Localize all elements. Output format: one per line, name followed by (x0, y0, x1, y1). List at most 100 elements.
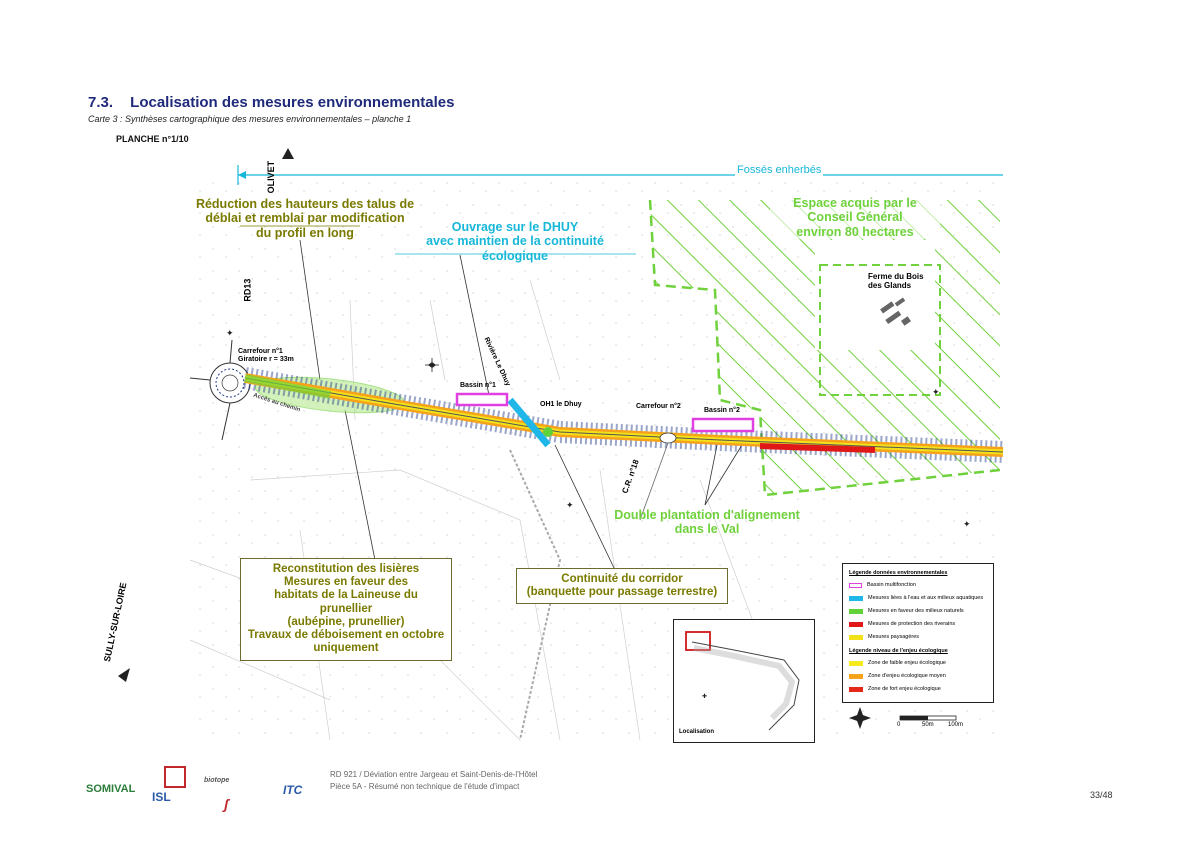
carrefour1-line1: Carrefour n°1 (238, 348, 283, 355)
scale-label-0: 0 (897, 722, 901, 728)
reduction-line2: déblai et remblai par modification (205, 211, 405, 226)
dhuy-green-marker (543, 427, 553, 437)
compass-rose-icon (849, 707, 871, 729)
bassin1-label: Bassin n°1 (460, 382, 496, 389)
footer-text: RD 921 / Déviation entre Jargeau et Sain… (330, 769, 537, 792)
legend-label: Zone d'enjeu écologique moyen (868, 673, 946, 679)
legend-item: Mesures en faveur des milieux naturels (849, 608, 964, 614)
espace-line2: Conseil Général (807, 210, 903, 225)
espace-line1: Espace acquis par le (793, 196, 917, 210)
bassin-1 (455, 392, 509, 407)
olivet-direction-icon (282, 148, 294, 159)
legend-swatch (849, 686, 863, 692)
legend-swatch (849, 660, 863, 666)
legend-swatch (849, 595, 863, 601)
somival-logo: SOMIVAL (86, 783, 136, 795)
page-number: 33/48 (1090, 790, 1113, 800)
road-corridor (243, 367, 1004, 463)
ferme-line2: des Glands (868, 281, 912, 291)
olivet-label: OLIVET (266, 160, 277, 194)
itc-logo: ITC (283, 783, 303, 797)
map-markers: ✦ ✦ ✦ ✦ (226, 328, 971, 529)
rd13-label: RD13 (242, 278, 253, 302)
double-annotation: Double plantation d'alignement dans le V… (612, 508, 802, 537)
ouvrage-line2: avec maintien de la continuité écologiqu… (426, 234, 604, 263)
ferme-label: Ferme du Bois des Glands (868, 272, 924, 290)
legend-label: Mesures de protection des riverains (868, 621, 956, 627)
ouvrage-line1: Ouvrage sur le DHUY (451, 220, 579, 234)
bassin2-label: Bassin n°2 (704, 407, 740, 414)
bassin-2 (691, 417, 755, 433)
svg-text:✦: ✦ (226, 328, 234, 338)
reduction-line1: Réduction des hauteurs des talus de (195, 197, 415, 211)
continuite-annotation: Continuité du corridor (banquette pour p… (516, 568, 728, 605)
ferme-line1: Ferme du Bois (868, 272, 924, 281)
isl-logo: ISL (152, 790, 171, 804)
double-line1: Double plantation d'alignement (614, 508, 800, 522)
reconstitution-line4: (aubépine, prunellier) (287, 615, 405, 628)
section-title-text: Localisation des mesures environnemental… (130, 94, 455, 111)
reconstitution-annotation: Reconstitution des lisières Mesures en f… (240, 558, 452, 661)
espace-line3: environ 80 hectares (796, 224, 914, 239)
carrefour2-label: Carrefour n°2 (636, 403, 681, 410)
farm-buildings (880, 297, 911, 326)
legend-label: Zone de faible enjeu écologique (868, 660, 946, 666)
scale-label-50: 50m (922, 722, 934, 728)
legend-item: Mesures paysagères (849, 634, 919, 640)
legend-label: Mesures paysagères (868, 634, 920, 640)
continuite-line2: (banquette pour passage terrestre) (526, 586, 718, 599)
map-caption: Carte 3 : Synthèses cartographique des m… (88, 114, 412, 124)
sully-direction-icon (118, 668, 130, 682)
roundabout (189, 339, 251, 441)
carrefour1-line2: Giratoire r = 33m (238, 356, 294, 364)
section-title: 7.3. Localisation des mesures environnem… (88, 94, 454, 111)
footer-line1: RD 921 / Déviation entre Jargeau et Sain… (330, 770, 538, 779)
legend-swatch (849, 608, 863, 614)
fosses-label: Fossés enherbés (735, 164, 824, 177)
legend-item: Zone de fort enjeu écologique (849, 686, 941, 692)
svg-text:✦: ✦ (963, 519, 971, 529)
continuite-line1: Continuité du corridor (561, 573, 683, 585)
legend-swatch (849, 582, 862, 588)
dashed-path (509, 449, 562, 741)
ouvrage-annotation: Ouvrage sur le DHUY avec maintien de la … (395, 220, 635, 263)
oh1-label: OH1 le Dhuy (540, 401, 582, 408)
reconstitution-line2: Mesures en faveur des (283, 576, 408, 589)
legend-swatch (849, 634, 863, 640)
legend-swatch (849, 673, 863, 679)
legend-item: Mesures liées à l'eau et aux milieux aqu… (849, 595, 983, 601)
carrefour-2 (659, 432, 677, 444)
reconstitution-line6: uniquement (313, 642, 379, 655)
dhuy-crossing (507, 397, 551, 448)
section-number: 7.3. (88, 94, 114, 111)
map-legend: Légende données environnementales Bassin… (842, 563, 994, 703)
north-arrow-icon (425, 358, 439, 372)
legend-heading-2: Légende niveau de l'enjeu écologique (849, 648, 948, 654)
inset-map-drawing: ✚ (685, 631, 800, 731)
leader-lines (240, 225, 746, 571)
inset-map: ✚ (673, 619, 815, 743)
espace-annotation: Espace acquis par le Conseil Général env… (770, 196, 940, 240)
inset-label: Localisation (679, 729, 715, 735)
scale-label-100: 100m (948, 722, 964, 728)
planche-label: PLANCHE n°1/10 (116, 134, 189, 144)
reconstitution-line1: Reconstitution des lisières (272, 563, 420, 575)
footer-line2: Pièce 5A - Résumé non technique de l'étu… (330, 781, 520, 791)
double-line2: dans le Val (674, 522, 740, 537)
legend-label: Mesures en faveur des milieux naturels (868, 608, 964, 614)
svg-text:✚: ✚ (702, 693, 707, 700)
reduction-line3: du profil en long (256, 225, 354, 240)
biotope-logo: biotope (204, 777, 230, 784)
scale-bar (899, 715, 957, 721)
legend-item: Bassin multifonction (849, 582, 916, 588)
svg-text:✦: ✦ (932, 387, 940, 397)
svg-text:✦: ✦ (566, 500, 574, 510)
red-logo-icon (164, 766, 186, 788)
legend-item: Mesures de protection des riverains (849, 621, 955, 627)
legend-heading-1: Légende données environnementales (849, 570, 948, 576)
legend-label: Mesures liées à l'eau et aux milieux aqu… (868, 595, 984, 601)
legend-label: Bassin multifonction (867, 582, 916, 588)
reduction-annotation: Réduction des hauteurs des talus de débl… (190, 197, 420, 240)
reconstitution-line5: Travaux de déboisement en octobre (247, 629, 445, 642)
